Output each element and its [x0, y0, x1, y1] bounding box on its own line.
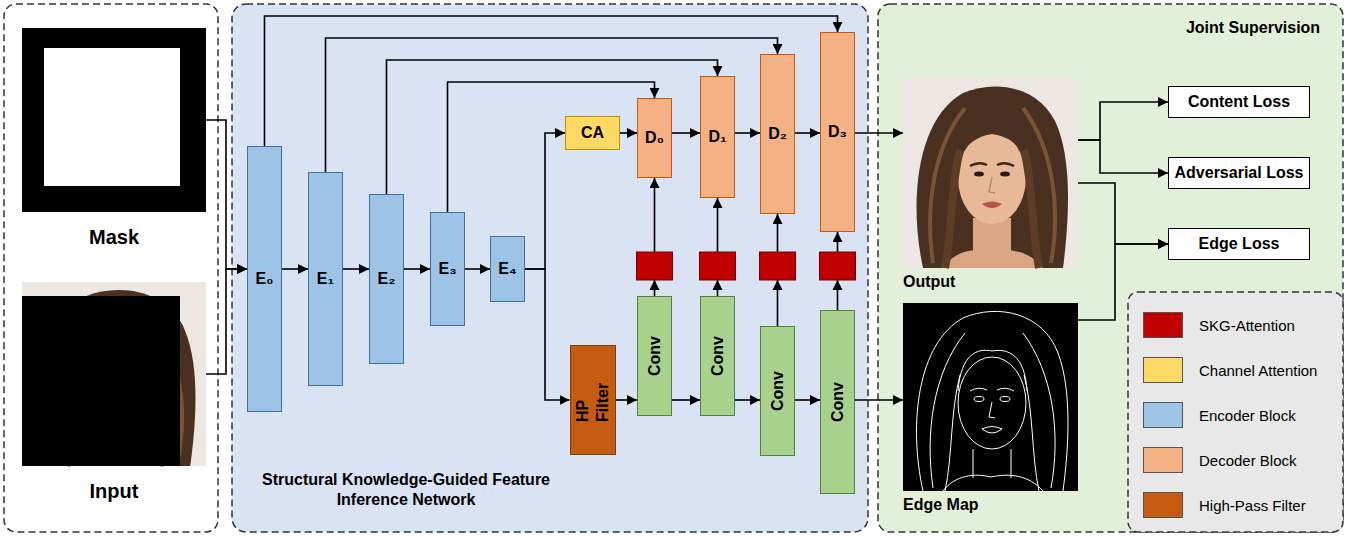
legend-label: High-Pass Filter — [1199, 497, 1306, 514]
block-label: E₄ — [498, 259, 516, 279]
image-box: Mask — [22, 28, 206, 212]
loss-box: Content Loss — [1168, 86, 1310, 118]
supervision-panel-ground — [878, 4, 1343, 532]
encoder-block: E₀ — [247, 146, 282, 412]
block-label: HP Filter — [573, 378, 613, 422]
block-label: CA — [581, 123, 604, 143]
encoder-block: E₄ — [490, 236, 525, 302]
image-label: Mask — [22, 226, 206, 248]
high-pass-filter: HP Filter — [570, 345, 616, 455]
block-label: D₃ — [828, 122, 847, 142]
encoder-block: E₃ — [430, 212, 465, 326]
decoder-block: D₂ — [760, 54, 795, 214]
conv-block: Conv — [760, 326, 795, 456]
channel-attention-block: CA — [565, 116, 620, 150]
connector-arrow — [343, 268, 369, 270]
block-label: Conv — [828, 382, 848, 422]
connector-arrow — [282, 268, 308, 270]
connector-arrow — [1078, 183, 1168, 244]
block-label: E₀ — [256, 269, 274, 289]
decoder-block: D₁ — [700, 76, 735, 198]
block-label: D₀ — [645, 128, 664, 148]
image-box: Output — [903, 78, 1078, 268]
connector-arrow — [1078, 140, 1168, 173]
legend-item: SKG-Attention — [1143, 312, 1295, 338]
block-label: E₁ — [317, 269, 334, 289]
legend-swatch — [1143, 357, 1183, 383]
legend-swatch — [1143, 402, 1183, 428]
connector-arrow — [855, 399, 903, 401]
connector-arrow — [404, 268, 430, 270]
conv-block: Conv — [700, 296, 735, 416]
legend-item: High-Pass Filter — [1143, 492, 1306, 518]
connector-arrow — [620, 132, 637, 134]
legend-item: Encoder Block — [1143, 402, 1296, 428]
block-label: Conv — [708, 336, 728, 376]
input-panel — [4, 4, 218, 532]
image-label: Output — [903, 272, 955, 292]
conv-block: Conv — [820, 310, 855, 494]
connector-arrow — [206, 120, 247, 269]
legend-swatch — [1143, 447, 1183, 473]
loss-label: Edge Loss — [1199, 234, 1280, 254]
connector-arrow — [525, 269, 570, 400]
legend-item: Decoder Block — [1143, 447, 1297, 473]
legend-label: SKG-Attention — [1199, 317, 1295, 334]
connector-arrow — [206, 269, 247, 374]
legend-swatch — [1143, 492, 1183, 518]
loss-label: Content Loss — [1188, 92, 1290, 112]
connector-arrow — [735, 399, 760, 401]
connector-arrow — [672, 399, 700, 401]
block-label: Conv — [768, 371, 788, 411]
legend-label: Channel Attention — [1199, 362, 1317, 379]
block-label: Conv — [645, 336, 665, 376]
input-image — [22, 282, 206, 466]
legend-label: Encoder Block — [1199, 407, 1296, 424]
block-label: E₃ — [438, 259, 456, 279]
mask-image — [22, 28, 206, 212]
connector-arrow — [525, 133, 565, 269]
connector-arrow — [855, 132, 903, 134]
connector-arrow — [735, 132, 760, 134]
block-label: D₁ — [708, 127, 726, 147]
skg-attention-block — [637, 252, 856, 280]
image-label: Input — [22, 480, 206, 502]
loss-box: Adversarial Loss — [1168, 157, 1310, 189]
legend-label: Decoder Block — [1199, 452, 1297, 469]
legend-item: Channel Attention — [1143, 357, 1317, 383]
connector-arrow — [387, 60, 718, 194]
legend-swatch — [1143, 312, 1183, 338]
edge-map-image — [903, 303, 1078, 491]
connector-arrow — [616, 399, 638, 401]
connector-arrow — [1078, 102, 1168, 140]
network-panel-ground — [232, 4, 868, 532]
decoder-block: D₀ — [637, 98, 672, 178]
conv-block: Conv — [637, 296, 672, 416]
block-label: E₂ — [378, 269, 396, 289]
connector-arrow — [1078, 244, 1168, 320]
decoder-block: D₃ — [820, 32, 855, 232]
image-box: Input — [22, 282, 206, 466]
connector-arrow — [465, 268, 490, 270]
legend-panel — [1128, 292, 1343, 532]
connector-arrow — [448, 82, 655, 212]
output-image — [903, 78, 1078, 268]
connector-arrow — [795, 132, 820, 134]
panel-title: Structural Knowledge-Guided Feature Infe… — [246, 470, 566, 510]
connector-arrow — [265, 16, 838, 146]
legend: SKG-AttentionChannel AttentionEncoder Bl… — [1128, 292, 1343, 532]
encoder-block: E₁ — [308, 172, 343, 386]
image-label: Edge Map — [903, 495, 979, 515]
arrow-head — [650, 280, 843, 290]
encoder-block: E₂ — [369, 194, 404, 364]
connector-arrow — [795, 399, 820, 401]
image-box: Edge Map — [903, 303, 1078, 491]
panel-title: Joint Supervision — [1170, 18, 1336, 38]
network-panel: Structural Knowledge-Guided Feature Infe… — [232, 4, 868, 532]
loss-label: Adversarial Loss — [1175, 163, 1304, 183]
loss-box: Edge Loss — [1168, 228, 1310, 260]
connector-arrow — [672, 132, 700, 134]
block-label: D₂ — [768, 124, 787, 144]
